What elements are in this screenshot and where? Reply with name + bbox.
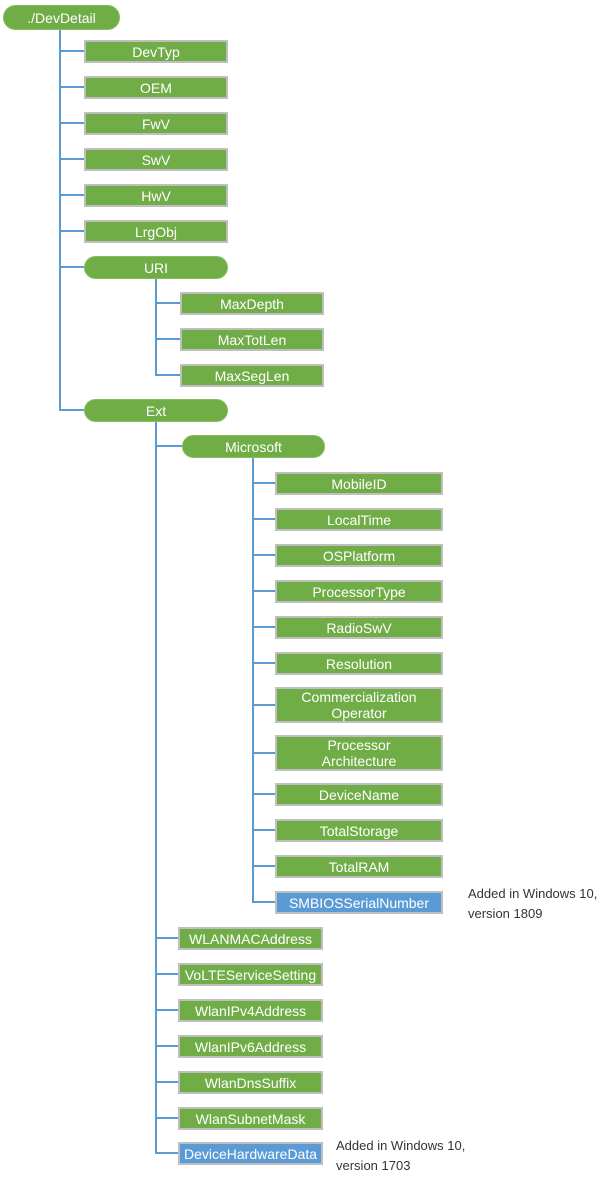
node-lrgobj: LrgObj [84, 220, 228, 243]
connector-branch-smbiosserialnumber [252, 901, 275, 903]
connector-branch-totalstorage [252, 829, 275, 831]
connector-branch-microsoft [155, 445, 182, 447]
node-wlanipv4address: WlanIPv4Address [178, 999, 323, 1022]
node-uri: URI [84, 256, 228, 279]
node-devicehardwaredata: DeviceHardwareData [178, 1142, 323, 1165]
node-swv: SwV [84, 148, 228, 171]
connector-branch-ext [59, 409, 84, 411]
connector-trunk-microsoft [252, 457, 254, 903]
node-maxdepth: MaxDepth [180, 292, 324, 315]
node-microsoft: Microsoft [182, 435, 325, 458]
connector-branch-hwv [59, 194, 84, 196]
node-radioswv: RadioSwV [275, 616, 443, 639]
node-wlanipv6address: WlanIPv6Address [178, 1035, 323, 1058]
connector-trunk-root [59, 29, 61, 411]
node-wlansubnetmask: WlanSubnetMask [178, 1107, 323, 1130]
connector-branch-wlanmacaddress [155, 937, 178, 939]
connector-branch-maxdepth [155, 302, 180, 304]
node-localtime: LocalTime [275, 508, 443, 531]
connector-branch-wlanipv4address [155, 1009, 178, 1011]
connector-branch-swv [59, 158, 84, 160]
node-wlandnssuffix: WlanDnsSuffix [178, 1071, 323, 1094]
connector-branch-oem [59, 86, 84, 88]
connector-branch-wlansubnetmask [155, 1117, 178, 1119]
connector-branch-totalram [252, 865, 275, 867]
node-commercialization-operator: Commercialization Operator [275, 687, 443, 723]
connector-branch-maxseglen [155, 374, 180, 376]
connector-branch-commercializationoperator [252, 704, 275, 706]
node-ext: Ext [84, 399, 228, 422]
node-mobileid: MobileID [275, 472, 443, 495]
node-oem: OEM [84, 76, 228, 99]
connector-branch-devicename [252, 793, 275, 795]
connector-trunk-uri [155, 278, 157, 376]
node-devicename: DeviceName [275, 783, 443, 806]
node-totalram: TotalRAM [275, 855, 443, 878]
connector-trunk-ext [155, 421, 157, 1154]
node-resolution: Resolution [275, 652, 443, 675]
connector-branch-fwv [59, 122, 84, 124]
node-totalstorage: TotalStorage [275, 819, 443, 842]
node-hwv: HwV [84, 184, 228, 207]
connector-branch-devicehardwaredata [155, 1152, 178, 1154]
connector-branch-wlanipv6address [155, 1045, 178, 1047]
connector-branch-processortype [252, 590, 275, 592]
connector-branch-volteservicesetting [155, 973, 178, 975]
node-wlanmacaddress: WLANMACAddress [178, 927, 323, 950]
connector-branch-resolution [252, 662, 275, 664]
annotation-added-1703: Added in Windows 10, version 1703 [336, 1138, 466, 1173]
node-fwv: FwV [84, 112, 228, 135]
node-volteservicesetting: VoLTEServiceSetting [178, 963, 323, 986]
annotation-added-1809: Added in Windows 10, version 1809 [468, 886, 598, 921]
node-maxseglen: MaxSegLen [180, 364, 324, 387]
connector-branch-osplatform [252, 554, 275, 556]
connector-branch-wlandnssuffix [155, 1081, 178, 1083]
node-processortype: ProcessorType [275, 580, 443, 603]
node-processor-architecture: Processor Architecture [275, 735, 443, 771]
connector-branch-uri [59, 266, 84, 268]
node-maxtotlen: MaxTotLen [180, 328, 324, 351]
connector-branch-processorarchitecture [252, 752, 275, 754]
connector-branch-maxtotlen [155, 338, 180, 340]
connector-branch-lrgobj [59, 230, 84, 232]
node-devdetail-root: ./DevDetail [3, 5, 120, 30]
node-smbiosserialnumber: SMBIOSSerialNumber [275, 891, 443, 914]
connector-branch-mobileid [252, 482, 275, 484]
connector-branch-devtyp [59, 50, 84, 52]
connector-branch-radioswv [252, 626, 275, 628]
connector-branch-localtime [252, 518, 275, 520]
node-osplatform: OSPlatform [275, 544, 443, 567]
node-devtyp: DevTyp [84, 40, 228, 63]
